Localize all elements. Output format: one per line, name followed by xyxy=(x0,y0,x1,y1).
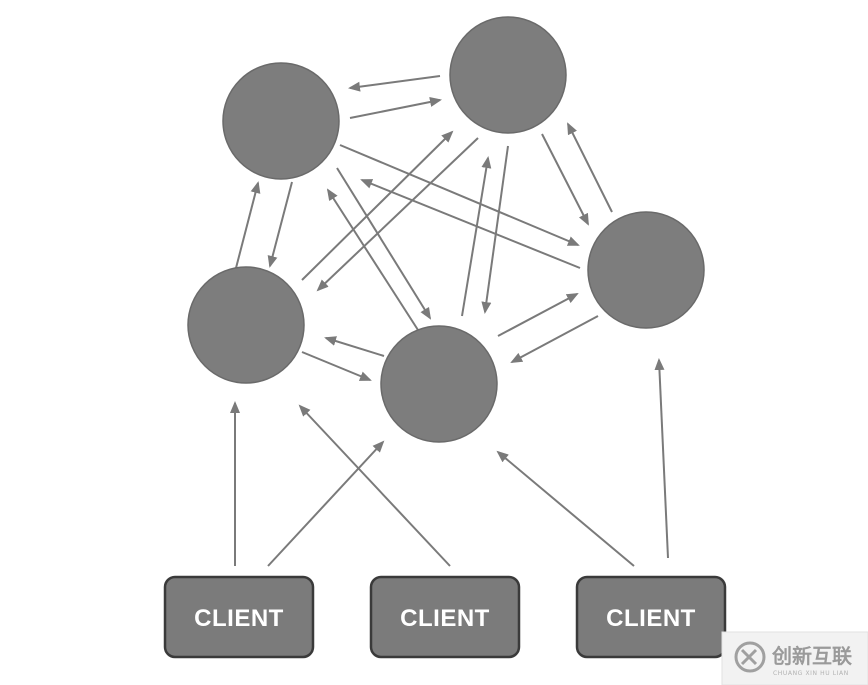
link-n4-n2 xyxy=(567,122,613,213)
server-node-4 xyxy=(587,211,705,329)
link-c3-n4 xyxy=(654,358,669,559)
client-label-3: CLIENT xyxy=(606,605,696,632)
link-n1-n4 xyxy=(339,144,580,246)
link-c2-n3 xyxy=(298,404,451,567)
link-n4-n5 xyxy=(510,315,599,363)
link-n1-n5 xyxy=(336,167,432,320)
client-label-1: CLIENT xyxy=(194,605,284,632)
link-n1-n3 xyxy=(267,181,293,268)
watermark: 创新互联 CHUANG XIN HU LIAN xyxy=(721,631,868,685)
link-n2-n4 xyxy=(541,133,589,226)
watermark-sub: CHUANG XIN HU LIAN xyxy=(773,670,849,677)
client-box-2: CLIENT xyxy=(369,575,521,659)
server-node-3 xyxy=(187,266,305,384)
link-n3-n1 xyxy=(235,181,261,269)
link-n1-n2 xyxy=(349,97,442,119)
server-node-1 xyxy=(222,62,340,180)
node-links xyxy=(235,75,613,381)
client-links xyxy=(230,358,669,567)
link-c1-n5 xyxy=(267,440,385,567)
link-n3-n5 xyxy=(301,351,372,381)
link-n5-n4 xyxy=(497,293,579,337)
client-box-3: CLIENT xyxy=(575,575,727,659)
link-n5-n2 xyxy=(461,156,492,317)
watermark-logo-icon xyxy=(734,641,766,673)
client-boxes: CLIENT CLIENT CLIENT xyxy=(163,575,727,659)
link-n2-n3 xyxy=(316,137,479,292)
link-n2-n1 xyxy=(348,75,441,92)
link-n4-n1 xyxy=(360,179,581,269)
link-c3-n5 xyxy=(496,450,635,567)
server-node-2 xyxy=(449,16,567,134)
link-n3-n2 xyxy=(301,130,454,281)
client-label-2: CLIENT xyxy=(400,605,490,632)
watermark-name: 创新互联 xyxy=(771,644,852,668)
client-box-1: CLIENT xyxy=(163,575,315,659)
link-n5-n3 xyxy=(324,336,385,357)
server-nodes xyxy=(187,16,705,443)
link-n5-n1 xyxy=(326,188,419,331)
server-node-5 xyxy=(380,325,498,443)
link-n2-n5 xyxy=(481,145,509,314)
